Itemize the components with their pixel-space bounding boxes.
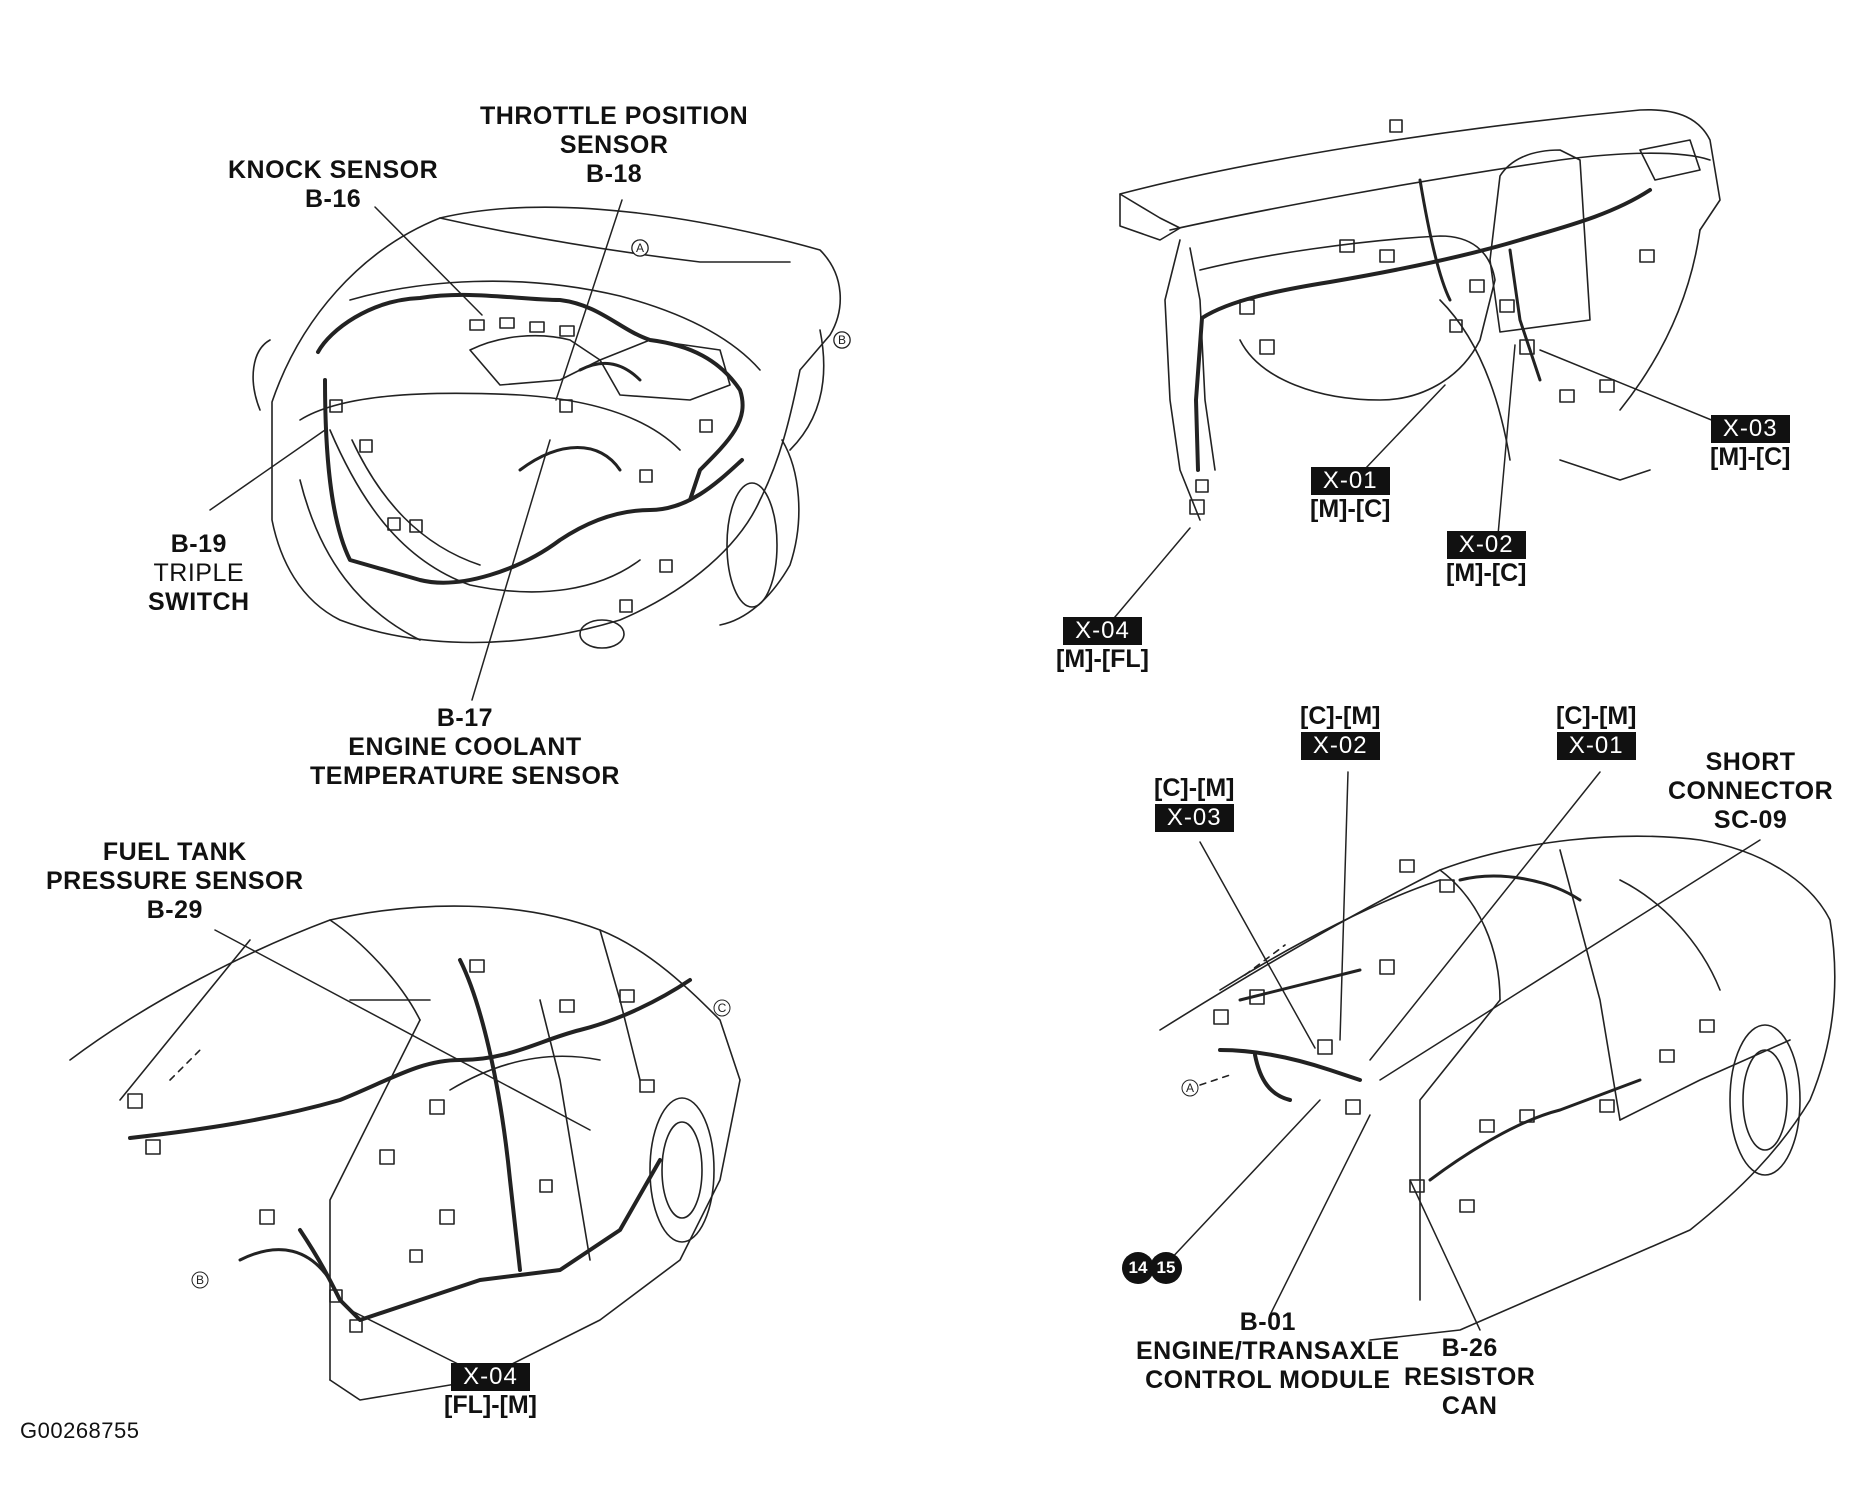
knock-sensor-label: KNOCK SENSOR B-16 bbox=[228, 156, 439, 213]
marker-14: 14 bbox=[1122, 1252, 1154, 1284]
body-connector-x03: [C]-[M] X-03 bbox=[1154, 774, 1235, 832]
throttle-position-sensor-label: THROTTLE POSITION SENSOR B-18 bbox=[480, 102, 749, 188]
dash-connector-x02: X-02 [M]-[C] bbox=[1446, 531, 1527, 587]
ref-marker-a-engine: A bbox=[636, 241, 644, 255]
triple-switch-label: B-19 TRIPLE SWITCH bbox=[148, 530, 250, 616]
marker-15: 15 bbox=[1150, 1252, 1182, 1284]
short-connector-label: SHORT CONNECTOR SC-09 bbox=[1668, 748, 1834, 834]
ref-marker-c-rear: C bbox=[718, 1001, 727, 1015]
engine-coolant-temperature-sensor-label: B-17 ENGINE COOLANT TEMPERATURE SENSOR bbox=[310, 704, 620, 790]
ref-marker-a-front: A bbox=[1186, 1081, 1194, 1095]
dashboard-illustration bbox=[1103, 109, 1737, 631]
front-body-illustration bbox=[1159, 771, 1836, 1341]
fuel-tank-pressure-sensor-label: FUEL TANK PRESSURE SENSOR B-29 bbox=[46, 838, 304, 924]
resistor-can-label: B-26 RESISTOR CAN bbox=[1404, 1334, 1536, 1420]
dash-connector-x03: X-03 [M]-[C] bbox=[1710, 415, 1791, 471]
engine-bay-illustration bbox=[209, 199, 851, 701]
figure-code: G00268755 bbox=[20, 1418, 140, 1443]
engine-transaxle-control-module-label: B-01 ENGINE/TRANSAXLE CONTROL MODULE bbox=[1136, 1308, 1400, 1394]
rear-body-illustration bbox=[69, 905, 741, 1401]
ref-marker-b-rear: B bbox=[196, 1273, 204, 1287]
ref-marker-b-engine: B bbox=[838, 333, 846, 347]
body-connector-x01: [C]-[M] X-01 bbox=[1556, 702, 1637, 760]
dash-connector-x04: X-04 [M]-[FL] bbox=[1056, 617, 1149, 673]
body-connector-x02: [C]-[M] X-02 bbox=[1300, 702, 1381, 760]
rear-connector-x04: X-04 [FL]-[M] bbox=[444, 1363, 537, 1419]
dash-connector-x01: X-01 [M]-[C] bbox=[1310, 467, 1391, 523]
